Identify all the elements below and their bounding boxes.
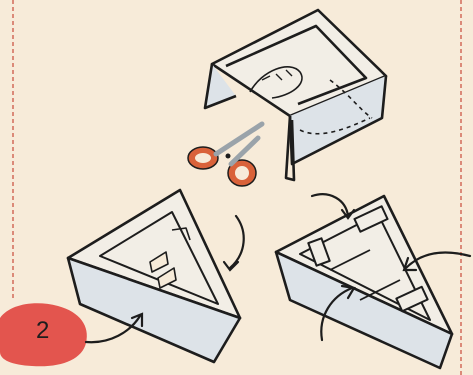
step-number: 2	[36, 317, 49, 345]
